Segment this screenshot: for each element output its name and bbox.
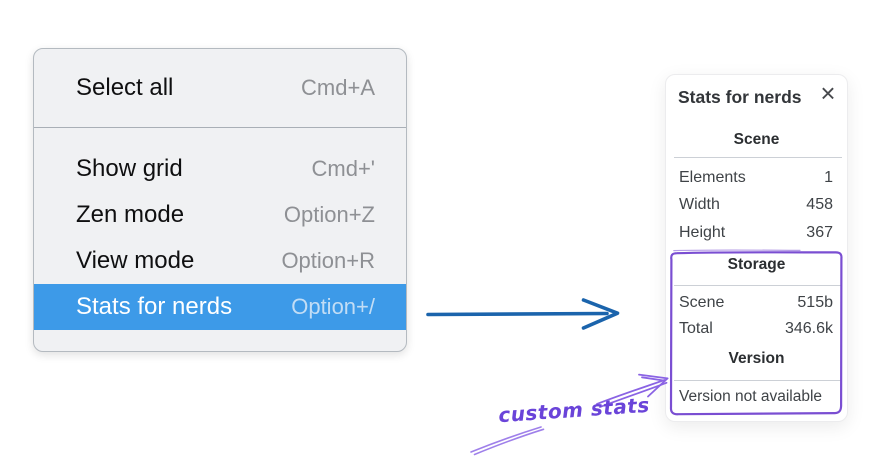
stat-row-width: Width 458 [679,194,833,216]
menu-item-show-grid[interactable]: Show grid Cmd+' [34,146,406,192]
annotation-line-icon [470,426,545,456]
version-note: Version not available [679,388,823,405]
menu-item-select-all[interactable]: Select all Cmd+A [34,49,406,127]
menu-item-shortcut: Option+Z [283,202,375,227]
stat-row-elements: Elements 1 [679,167,833,189]
divider [674,285,842,286]
stat-value: 367 [806,224,833,241]
menu-item-shortcut: Option+R [281,248,375,273]
menu-item-shortcut: Cmd+A [301,75,375,100]
section-header-storage: Storage [727,256,786,273]
stats-panel: Stats for nerds × Scene Elements 1 Width… [665,74,848,422]
menu-item-stats-for-nerds[interactable]: Stats for nerds Option+/ [34,284,406,330]
stat-value: 1 [824,169,833,186]
menu-item-label: Stats for nerds [76,293,233,320]
stats-panel-title: Stats for nerds [678,87,802,107]
menu-item-zen-mode[interactable]: Zen mode Option+Z [34,192,406,238]
divider [674,380,842,381]
stat-label: Total [679,320,713,337]
annotation-custom-stats-label: custom stats [497,392,651,428]
annotation-arrow-icon [596,373,669,408]
menu-item-shortcut: Option+/ [291,294,375,319]
stat-value: 458 [806,196,833,213]
section-header-version: Version [728,350,785,367]
stat-label: Elements [679,169,746,186]
stat-row-total-size: Total 346.6k [679,318,833,340]
stat-value: 515b [797,294,833,311]
section-header-scene: Scene [733,131,780,148]
stat-value: 346.6k [784,320,833,337]
close-icon[interactable]: × [815,79,841,107]
stat-label: Width [679,196,720,213]
context-menu-section-2: Show grid Cmd+' Zen mode Option+Z View m… [34,128,406,351]
menu-item-label: View mode [76,247,195,274]
stat-row-height: Height 367 [679,222,833,244]
flow-arrow-icon [426,298,620,330]
stat-row-scene-size: Scene 515b [679,292,833,314]
menu-item-shortcut: Cmd+' [311,156,376,181]
stat-label: Scene [679,294,725,311]
stat-label: Height [679,224,726,241]
menu-separator [34,127,406,128]
menu-item-label: Zen mode [76,201,185,228]
context-menu-section-1: Select all Cmd+A [34,49,406,127]
menu-item-label: Select all [76,74,174,101]
menu-item-label: Show grid [76,155,183,182]
divider [674,157,842,158]
menu-item-view-mode[interactable]: View mode Option+R [34,238,406,284]
context-menu: Select all Cmd+A Show grid Cmd+' Zen mod… [33,48,407,352]
